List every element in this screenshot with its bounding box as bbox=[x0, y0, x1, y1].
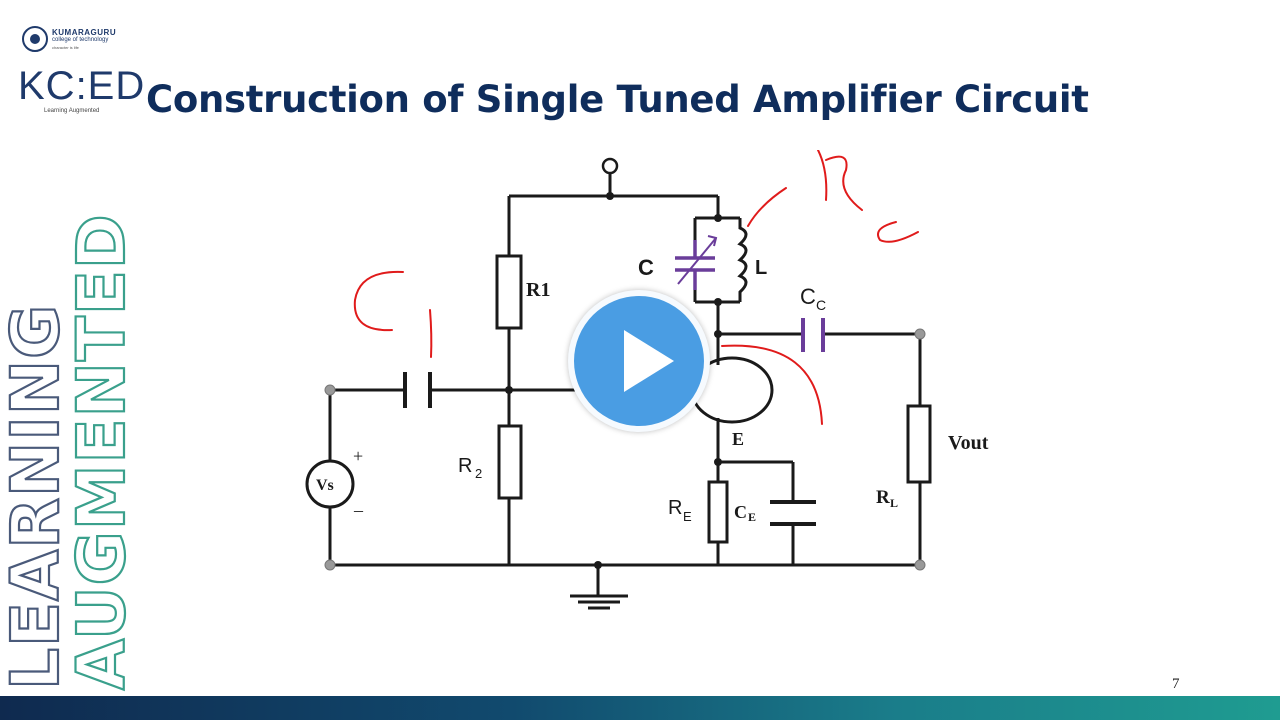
tuning-capacitor bbox=[675, 235, 718, 290]
voltage-source bbox=[305, 459, 355, 509]
annotation-arrow-stroke bbox=[747, 187, 787, 227]
resistor-r2 bbox=[497, 424, 523, 500]
kced-logo: KC:ED Learning Augmented bbox=[18, 64, 144, 120]
play-button-icon[interactable] bbox=[568, 290, 710, 432]
label-cc: C bbox=[800, 284, 816, 309]
annotation-c-mark bbox=[353, 270, 404, 332]
college-tagline: character is life bbox=[52, 45, 79, 50]
slide-title: Construction of Single Tuned Amplifier C… bbox=[146, 78, 1089, 121]
label-ce-sub: E bbox=[748, 510, 756, 524]
label-minus: – bbox=[353, 500, 364, 520]
annotation-r-mark bbox=[817, 150, 863, 211]
page-number: 7 bbox=[1172, 676, 1180, 692]
kumaraguru-logo: KUMARAGURU college of technology charact… bbox=[22, 26, 142, 54]
label-vout: Vout bbox=[948, 432, 989, 454]
side-banner-word-learning: LEARNING bbox=[0, 304, 74, 690]
resistor-re bbox=[707, 480, 729, 544]
label-re-sub: E bbox=[683, 509, 692, 524]
label-r2-sub: 2 bbox=[475, 466, 482, 481]
label-rl-sub: L bbox=[890, 496, 898, 510]
circuit-diagram: R1 R 2 C L C C E R E C E Vout R L Vs + – bbox=[305, 150, 989, 610]
terminal-dots bbox=[324, 328, 926, 571]
circuit-wires bbox=[328, 157, 922, 610]
annotation-collector-curve bbox=[721, 344, 823, 425]
kced-mark: KC:ED bbox=[18, 64, 146, 108]
label-c: C bbox=[638, 255, 654, 280]
footer-bar bbox=[0, 696, 1280, 720]
inductor-l bbox=[737, 218, 748, 302]
side-banner: LEARNING AUGMENTED bbox=[0, 212, 140, 691]
label-ce: C bbox=[734, 502, 747, 522]
emitter-capacitor bbox=[770, 500, 816, 526]
annotation-tick-mark bbox=[429, 309, 433, 358]
kced-tagline: Learning Augmented bbox=[44, 108, 100, 114]
label-e: E bbox=[732, 429, 744, 449]
annotation-c-small-mark bbox=[877, 221, 919, 243]
label-re: R bbox=[668, 497, 682, 519]
supply-terminal bbox=[601, 157, 619, 175]
label-cc-sub: C bbox=[816, 297, 826, 313]
handwritten-annotations bbox=[353, 150, 919, 425]
junction-dots bbox=[505, 192, 722, 569]
label-rl: R bbox=[876, 487, 890, 508]
college-subtitle: college of technology bbox=[52, 37, 109, 43]
label-plus: + bbox=[353, 446, 363, 466]
side-banner-word-augmented: AUGMENTED bbox=[63, 213, 140, 690]
college-seal-icon bbox=[22, 26, 48, 52]
label-r2: R bbox=[458, 455, 472, 477]
label-vs: Vs bbox=[316, 477, 334, 494]
label-r1: R1 bbox=[526, 279, 550, 301]
input-capacitor bbox=[403, 372, 432, 408]
resistor-rl bbox=[906, 404, 932, 484]
resistor-r1 bbox=[495, 254, 523, 330]
college-name: KUMARAGURU bbox=[52, 28, 117, 37]
label-l: L bbox=[755, 257, 767, 279]
coupling-capacitor bbox=[801, 318, 825, 352]
